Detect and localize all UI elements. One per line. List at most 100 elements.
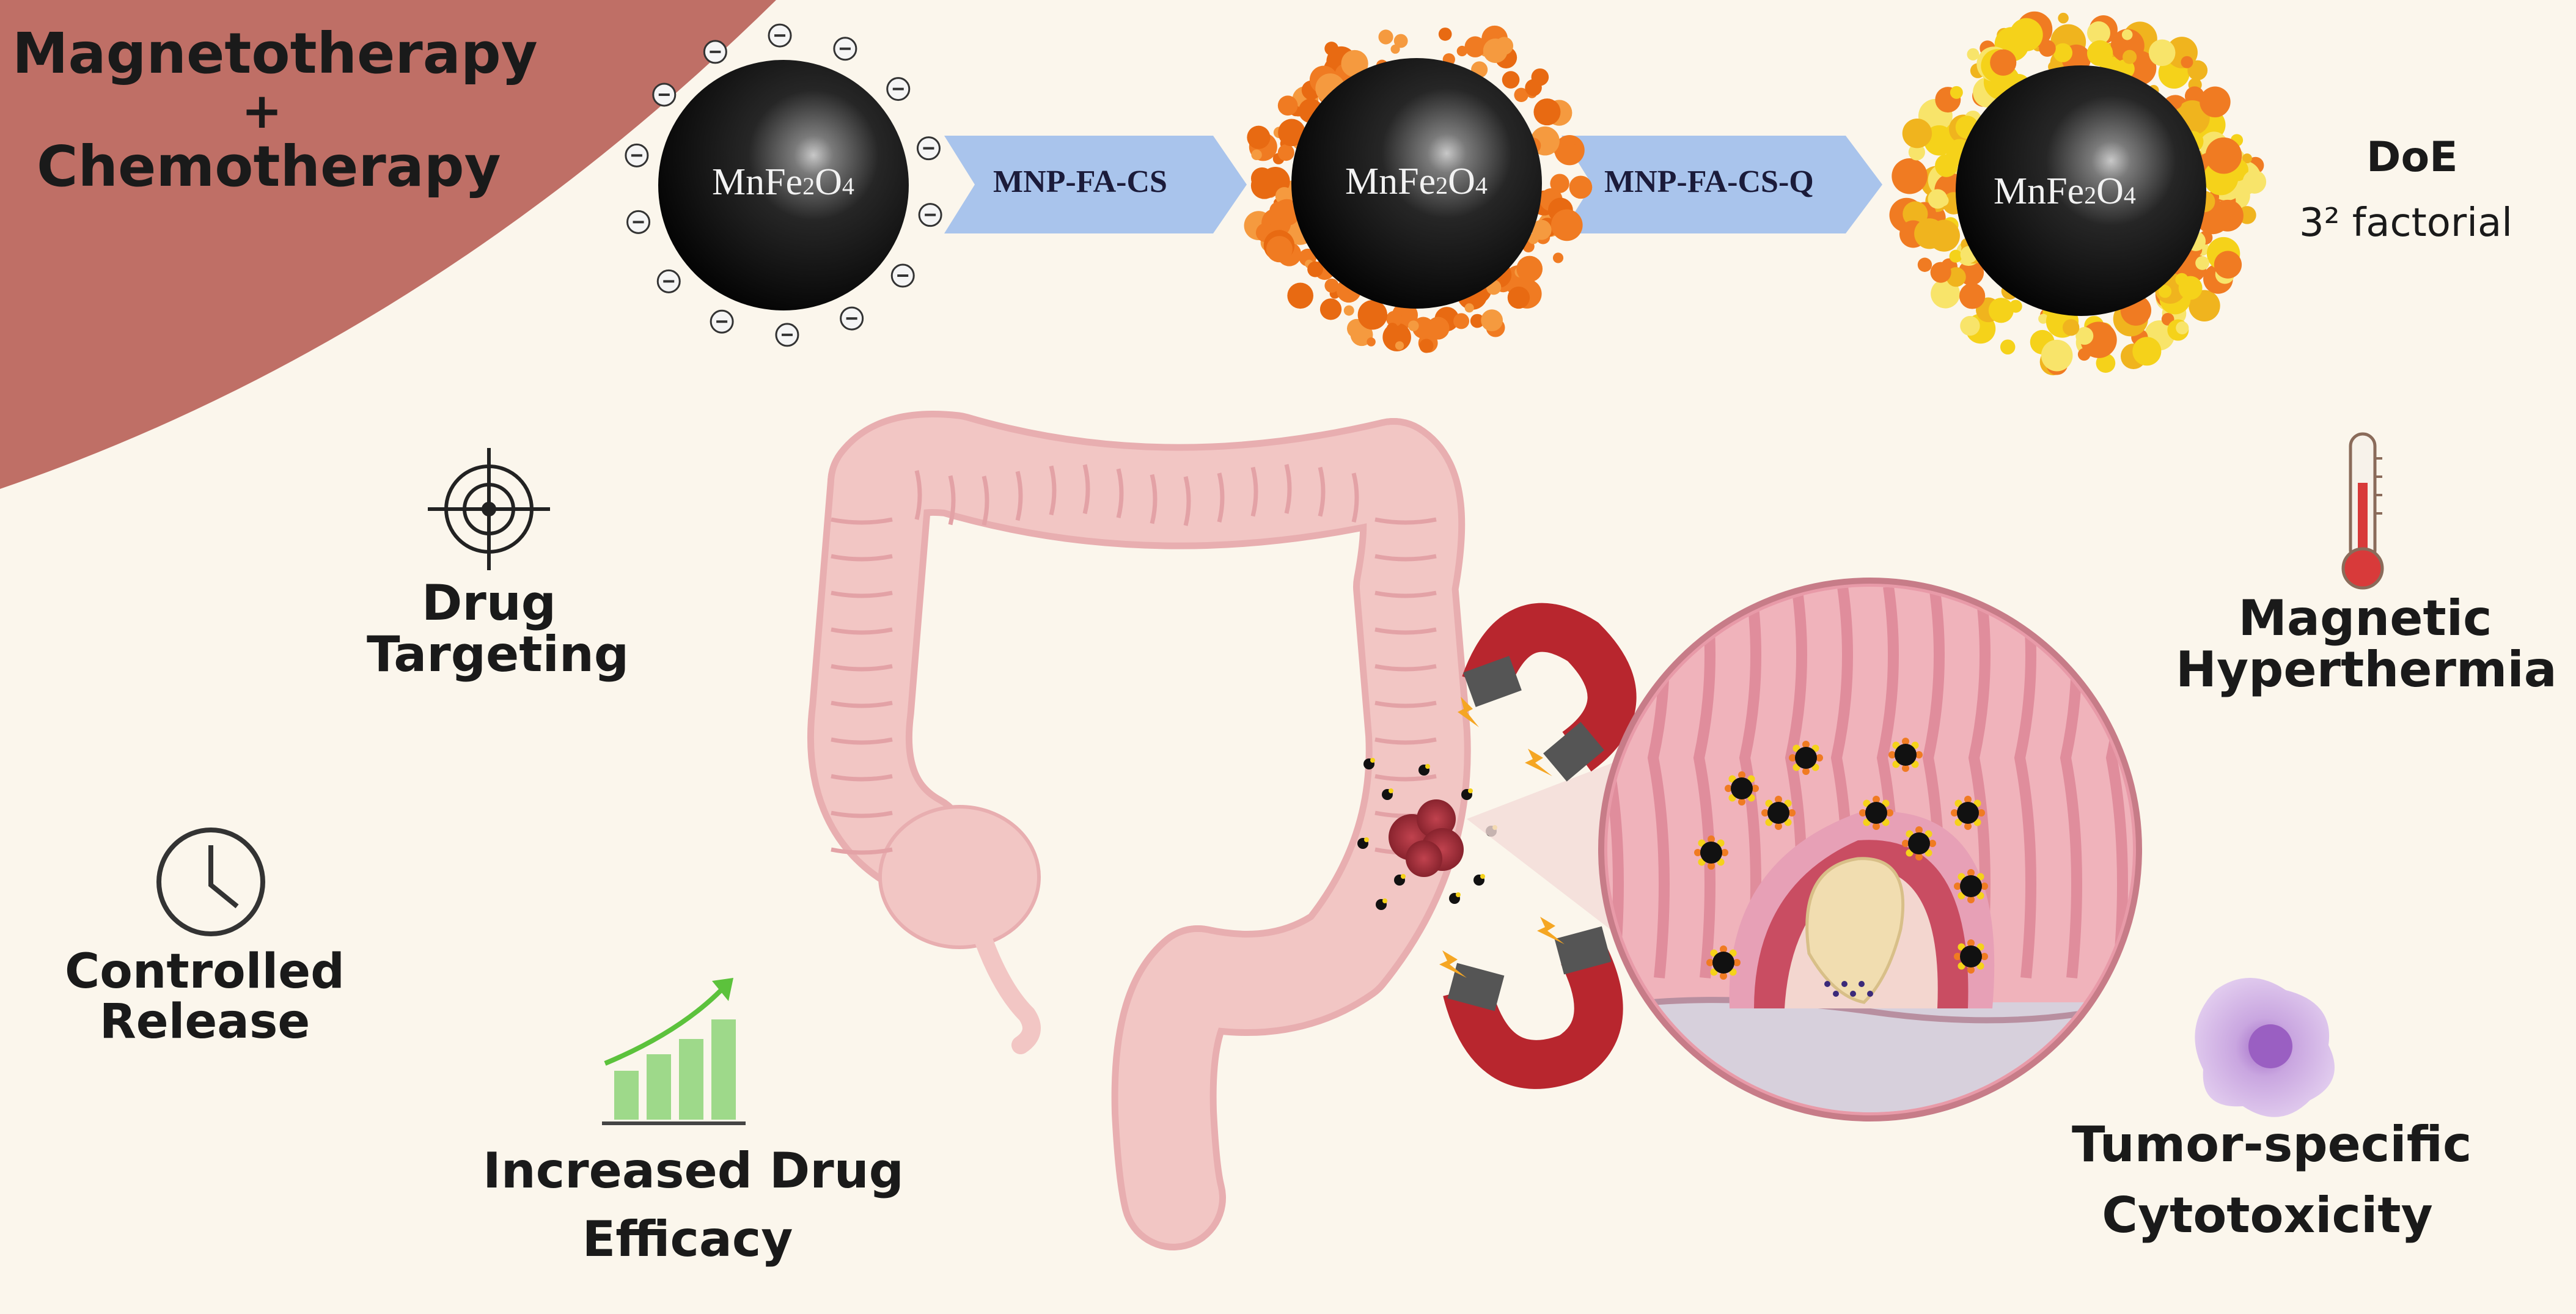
np3-label: MnFe2O4	[1994, 171, 2136, 212]
doe-subtitle: 3² factorial	[2299, 200, 2512, 246]
title-plus: +	[241, 83, 283, 139]
coating-dot	[1495, 37, 1514, 55]
coating-dot	[1550, 209, 1583, 241]
nanoparticle-dot	[1694, 835, 1728, 870]
negative-charges	[625, 23, 942, 347]
nanoparticle-dot	[1461, 788, 1473, 800]
coating-dot	[1930, 262, 1951, 283]
coating-dot	[2121, 29, 2133, 40]
coating-dot	[2148, 39, 2176, 67]
coating-dot	[1378, 29, 1393, 45]
coating-dot	[2158, 285, 2172, 298]
haustra-fold	[1374, 700, 1437, 708]
coating-dot	[1438, 28, 1452, 41]
nanoparticle-dot	[1382, 788, 1393, 800]
coating-dot	[2009, 18, 2043, 51]
haustra-fold	[1351, 472, 1359, 523]
coating-dot	[1269, 202, 1287, 219]
coating-dot	[1507, 286, 1530, 309]
coating-dot	[2053, 43, 2073, 62]
nanoparticle-dot	[1761, 796, 1796, 830]
nanoparticle-dot	[1357, 837, 1369, 849]
coating-dot	[1464, 36, 1486, 57]
minus-charge-icon	[886, 77, 911, 101]
coating-dot	[1928, 219, 1960, 252]
coating-dot	[1357, 300, 1388, 330]
coating-dot	[2039, 40, 2056, 57]
nanoparticle-dot	[1951, 796, 1985, 830]
nanoparticle-dot	[1954, 869, 1988, 903]
released-drug-dot	[1833, 991, 1839, 997]
coating-dot	[1287, 282, 1314, 309]
coating-dot	[1892, 158, 1928, 194]
coating-dot	[1566, 144, 1581, 159]
nanoparticle-dot	[1725, 771, 1759, 806]
minus-charge-icon	[625, 143, 649, 167]
magnetic-sparks	[1439, 697, 1565, 978]
arrow-mnp-fa-cs-q	[1561, 136, 1882, 233]
haustra-fold	[1082, 464, 1090, 515]
coating-dot	[2086, 40, 2113, 67]
nanoparticle-dot	[1473, 874, 1485, 886]
coating-dot	[1390, 44, 1400, 54]
coating-dot	[1481, 309, 1503, 332]
coating-dot	[1341, 50, 1368, 78]
coating-dot	[1395, 341, 1404, 350]
arrow-mnp-fa-cs	[944, 136, 1247, 233]
coating-dot	[2038, 314, 2049, 324]
coating-dot	[1343, 305, 1354, 316]
coating-dot	[1959, 283, 1986, 309]
haustra-fold	[1374, 627, 1437, 635]
haustra-fold	[1374, 517, 1437, 525]
coating-dot	[2176, 321, 2189, 335]
haustra-fold	[831, 554, 893, 562]
coating-dot	[1928, 189, 1948, 209]
coating-dot	[1931, 279, 1961, 309]
coating-dot	[1324, 278, 1339, 293]
coating-dot	[2178, 276, 2203, 300]
coating-dot	[1528, 233, 1539, 244]
zoom-cone	[1467, 758, 1626, 941]
mucosa-fold	[1693, 587, 1715, 978]
coating-dot	[1367, 337, 1376, 347]
minus-charge-icon	[918, 203, 942, 227]
minus-charge-icon	[890, 263, 915, 288]
coating-dot	[2195, 256, 2209, 270]
coating-dot	[2181, 56, 2193, 68]
coating-dot	[2200, 86, 2231, 117]
corner-decoration	[0, 0, 776, 489]
haustra-fold	[1374, 774, 1437, 782]
coating-dot	[1552, 252, 1564, 263]
haustra-fold	[1318, 466, 1326, 517]
coating-dot	[1408, 320, 1419, 331]
coating-dot	[1464, 303, 1474, 313]
coating-dot	[1908, 144, 1925, 161]
coating-dot	[1960, 315, 1980, 336]
coating-dot	[2123, 50, 2137, 64]
coating-dot	[1277, 95, 1298, 116]
coating-dot	[1266, 236, 1293, 263]
nanoparticle-bare	[625, 23, 942, 347]
arrow-label-mnp-fa-cs-q: MNP-FA-CS-Q	[1604, 164, 1814, 199]
nanoparticle-chitosan	[1244, 25, 1593, 353]
title-chemotherapy: Chemotherapy	[37, 134, 501, 199]
coating-dot	[1902, 119, 1932, 149]
coating-dot	[1903, 201, 1928, 227]
zoom-detail	[1598, 578, 2142, 1121]
haustra-fold	[1374, 664, 1437, 672]
haustra-fold	[831, 517, 893, 525]
nanoparticle-dot	[1363, 758, 1375, 769]
haustra-fold	[831, 590, 893, 598]
haustra-fold	[831, 847, 893, 855]
target-icon	[428, 448, 550, 570]
haustra-fold	[831, 627, 893, 635]
haustra-fold	[831, 664, 893, 672]
coating-dot	[1514, 87, 1528, 103]
minus-charge-icon	[833, 37, 857, 61]
minus-charge-icon	[775, 323, 799, 347]
coating-dot	[2075, 327, 2094, 345]
doe-title: DoE	[2366, 133, 2458, 182]
